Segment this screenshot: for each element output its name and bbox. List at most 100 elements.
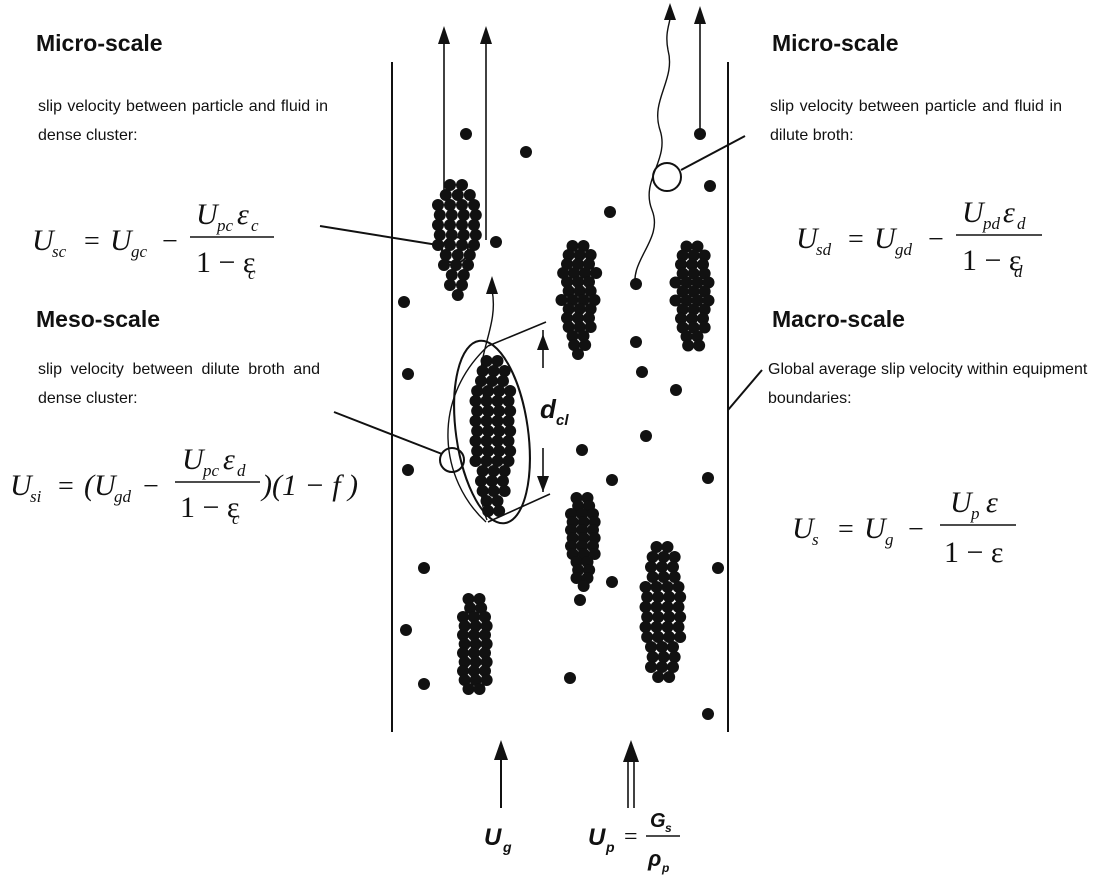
- dispersed-particle: [564, 672, 576, 684]
- cluster-particle: [504, 425, 516, 437]
- cluster-particle: [444, 219, 456, 231]
- cluster-particle: [452, 249, 464, 261]
- cluster-particle: [669, 651, 681, 663]
- cluster-particle: [482, 505, 494, 517]
- dispersed-particle: [630, 278, 642, 290]
- cluster-particle: [474, 683, 486, 695]
- cluster-particle: [493, 385, 505, 397]
- dispersed-particle: [606, 576, 618, 588]
- cluster-particle: [645, 641, 657, 653]
- dispersed-particle: [640, 430, 652, 442]
- svg-text:=: =: [848, 224, 864, 255]
- dispersed-particle: [694, 128, 706, 140]
- dispersed-particle: [670, 384, 682, 396]
- cluster-particle: [651, 621, 663, 633]
- cluster-particle: [432, 239, 444, 251]
- dispersed-particle: [712, 562, 724, 574]
- svg-text:ρ: ρ: [647, 846, 661, 871]
- cluster-particle: [470, 209, 482, 221]
- cluster-particle: [446, 229, 458, 241]
- cluster-particle: [444, 199, 456, 211]
- cluster-particle: [488, 365, 500, 377]
- svg-text:U: U: [588, 824, 606, 851]
- cluster-particle: [475, 475, 487, 487]
- cluster-particle: [669, 551, 681, 563]
- svg-text:d: d: [1014, 262, 1023, 281]
- cluster-particle: [663, 591, 675, 603]
- cluster-particle: [499, 465, 511, 477]
- svg-text:d: d: [540, 394, 557, 424]
- cluster-particle: [640, 601, 652, 613]
- cluster-particle: [493, 445, 505, 457]
- svg-text:g: g: [502, 839, 512, 855]
- svg-text:pc: pc: [202, 461, 220, 480]
- cluster-particle: [645, 661, 657, 673]
- cluster-particle: [434, 229, 446, 241]
- cluster-particle: [477, 365, 489, 377]
- cluster-particle: [493, 405, 505, 417]
- cluster-particle: [641, 591, 653, 603]
- cluster-particle: [658, 551, 670, 563]
- cluster-particle: [492, 435, 504, 447]
- cluster-particle: [458, 209, 470, 221]
- dispersed-particle: [606, 474, 618, 486]
- cluster-particle: [673, 581, 685, 593]
- cluster-particle: [652, 671, 664, 683]
- equation-meso-scale: U si = (U gd − U pc ε d 1 − ε c )(1 − f …: [10, 443, 358, 528]
- cluster-particle: [674, 611, 686, 623]
- cluster-particle: [486, 475, 498, 487]
- svg-text:1 − ε: 1 − ε: [180, 491, 240, 524]
- cluster-particle: [456, 199, 468, 211]
- cluster-particle: [504, 445, 516, 457]
- dispersed-particle: [630, 336, 642, 348]
- svg-text:ε: ε: [237, 198, 249, 231]
- gas-inlet-arrow: [494, 740, 508, 808]
- svg-text:si: si: [30, 487, 42, 506]
- cluster-particle: [647, 551, 659, 563]
- svg-text:ε: ε: [986, 486, 998, 519]
- cluster-particle: [464, 249, 476, 261]
- cluster-particle: [674, 591, 686, 603]
- cluster-particle: [504, 405, 516, 417]
- svg-text:p: p: [661, 861, 669, 875]
- dispersed-particle: [398, 296, 410, 308]
- cluster-particle: [446, 209, 458, 221]
- cluster-particle: [470, 395, 482, 407]
- cluster-particle: [440, 249, 452, 261]
- cluster-particle: [499, 365, 511, 377]
- svg-text:c: c: [232, 509, 240, 528]
- cluster-particle: [488, 465, 500, 477]
- cluster-particle: [651, 601, 663, 613]
- cluster-particle: [470, 455, 482, 467]
- cluster-particle: [578, 580, 590, 592]
- svg-text:1 − ε: 1 − ε: [962, 244, 1022, 277]
- cluster-particle: [434, 209, 446, 221]
- svg-text:=: =: [58, 471, 74, 502]
- cluster-particle: [481, 435, 493, 447]
- cluster-particle: [667, 641, 679, 653]
- cluster-particle: [640, 621, 652, 633]
- cluster-particle: [493, 425, 505, 437]
- cluster-particle: [481, 495, 493, 507]
- cluster-particle: [471, 405, 483, 417]
- cluster-particle: [662, 581, 674, 593]
- cluster-particle: [468, 219, 480, 231]
- svg-text:sc: sc: [52, 242, 67, 261]
- svg-text:1 − ε: 1 − ε: [196, 246, 256, 279]
- solids-inlet-double-arrow: [623, 740, 639, 808]
- cluster-particle: [640, 581, 652, 593]
- svg-text:pd: pd: [982, 214, 1001, 233]
- svg-text:sd: sd: [816, 240, 832, 259]
- cluster-particle: [645, 561, 657, 573]
- cluster-particle: [481, 415, 493, 427]
- svg-text:=: =: [624, 824, 638, 850]
- svg-text:−: −: [928, 224, 944, 255]
- cluster-particle: [499, 485, 511, 497]
- cluster-particle: [458, 229, 470, 241]
- cluster-particle: [673, 601, 685, 613]
- cluster-particle: [470, 415, 482, 427]
- svg-text:G: G: [650, 810, 666, 832]
- cluster-particle: [652, 591, 664, 603]
- ug-label: U g: [484, 824, 512, 855]
